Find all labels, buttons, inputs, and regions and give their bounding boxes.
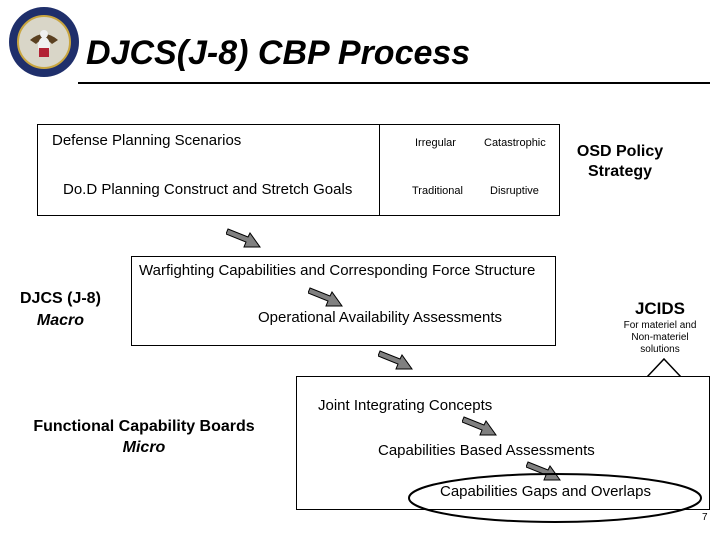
process-arrow-icon — [378, 350, 413, 370]
jcids-note: For materiel and Non-materiel solutions — [610, 320, 710, 356]
warfighting-capabilities-label: Warfighting Capabilities and Correspondi… — [139, 262, 536, 279]
disruptive-label: Disruptive — [490, 185, 539, 197]
joint-integrating-concepts-label: Joint Integrating Concepts — [318, 397, 493, 414]
functional-capability-boards-label: Functional Capability Boards Micro — [16, 416, 272, 458]
process-arrow-icon — [526, 461, 561, 481]
capabilities-based-assessments-label: Capabilities Based Assessments — [378, 442, 595, 459]
defense-planning-scenarios-label: Defense Planning Scenarios — [52, 132, 242, 149]
warfighting-box — [131, 256, 556, 346]
jcids-note-line2: Non-materiel — [631, 332, 689, 343]
operational-availability-label: Operational Availability Assessments — [258, 309, 503, 326]
title-divider — [78, 82, 710, 84]
planning-box — [37, 124, 380, 216]
djcs-line2: Macro — [36, 312, 85, 329]
fcb-line2: Micro — [122, 439, 166, 456]
capabilities-gaps-overlaps-label: Capabilities Gaps and Overlaps — [440, 483, 651, 500]
department-of-defense-seal-icon — [9, 7, 79, 77]
fcb-line1: Functional Capability Boards — [33, 418, 255, 435]
osd-line2: Strategy — [587, 163, 653, 180]
page-title: DJCS(J-8) CBP Process — [86, 34, 471, 72]
traditional-label: Traditional — [412, 185, 463, 197]
planning-construct-label: Do.D Planning Construct and Stretch Goal… — [63, 181, 353, 198]
catastrophic-label: Catastrophic — [484, 137, 546, 149]
jcids-title: JCIDS — [634, 299, 686, 318]
process-arrow-icon — [226, 228, 261, 248]
challenges-box — [380, 124, 560, 216]
process-arrow-icon — [462, 416, 497, 436]
process-arrow-icon — [308, 287, 343, 307]
djcs-macro-label: DJCS (J-8) Macro — [20, 288, 101, 332]
joint-concepts-box — [296, 376, 710, 510]
page-number: 7 — [702, 512, 708, 523]
jcids-note-line3: solutions — [640, 344, 680, 355]
gaps-highlight-ellipse — [408, 473, 702, 523]
osd-policy-label: OSD Policy Strategy — [565, 142, 675, 182]
osd-line1: OSD Policy — [576, 143, 664, 160]
djcs-line1: DJCS (J-8) — [20, 290, 101, 307]
irregular-label: Irregular — [415, 137, 456, 149]
jcids-note-line1: For materiel and — [623, 320, 697, 331]
